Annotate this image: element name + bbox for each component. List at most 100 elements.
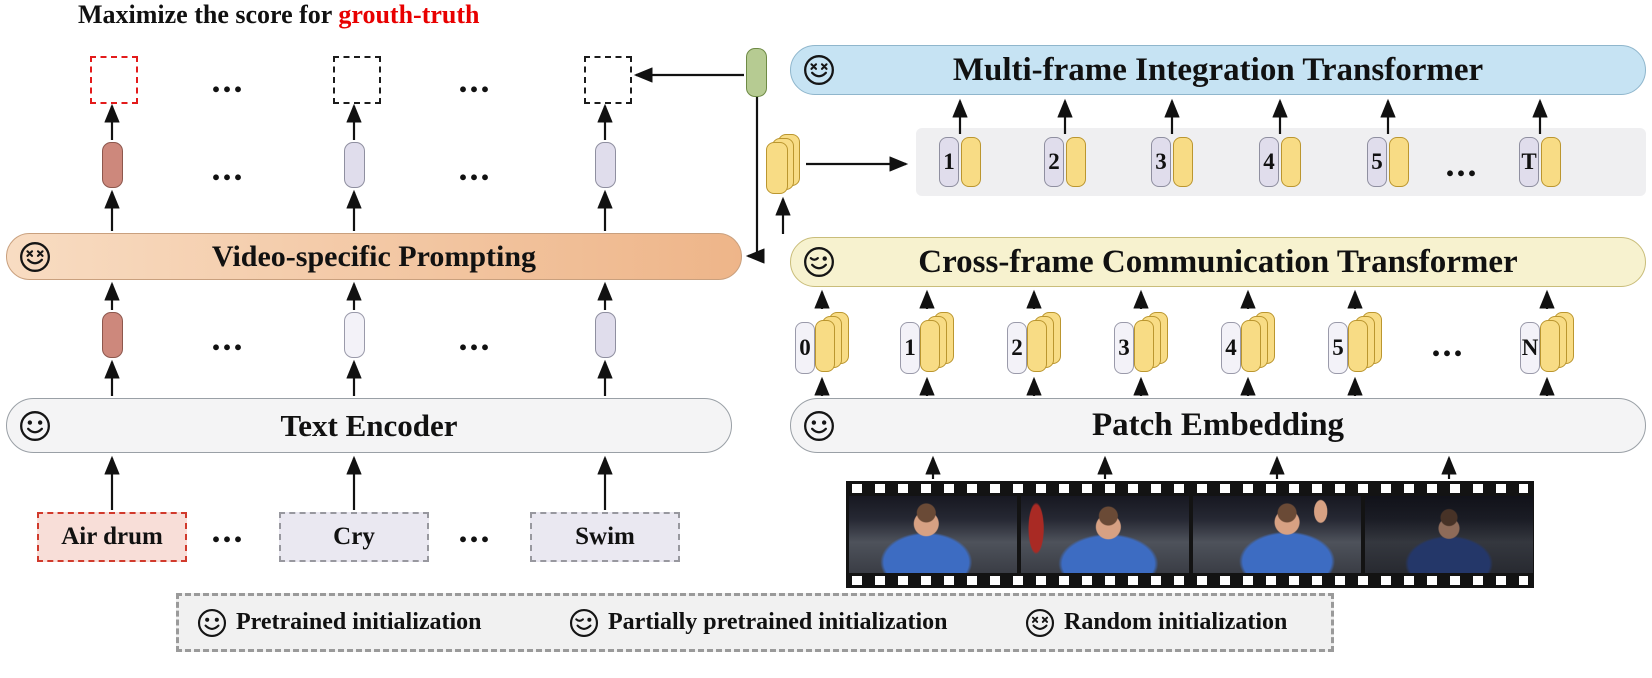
class-label-cry: Cry bbox=[279, 512, 429, 562]
video-embedding-token bbox=[746, 48, 767, 97]
class-label-air-drum: Air drum bbox=[37, 512, 187, 562]
title-highlight: grouth-truth bbox=[338, 0, 480, 29]
video-frame-1 bbox=[849, 496, 1017, 573]
film-sprocket-bottom bbox=[846, 573, 1534, 588]
random-init-face-icon bbox=[19, 241, 51, 273]
patch-embedding-label: Patch Embedding bbox=[1091, 407, 1345, 443]
frame-feature-token bbox=[961, 137, 981, 187]
patch-token-group: 3 bbox=[1114, 312, 1172, 376]
frame-index-token: 3 bbox=[1151, 137, 1171, 187]
frame-feature-token bbox=[1173, 137, 1193, 187]
video-token-stack bbox=[766, 134, 800, 194]
video-frame-4 bbox=[1365, 496, 1533, 573]
patch-token bbox=[1348, 320, 1368, 372]
ellipsis: ... bbox=[458, 148, 492, 188]
ellipsis: ... bbox=[458, 318, 492, 358]
ellipsis: ... bbox=[458, 60, 492, 100]
cross-frame-communication-transformer-bar: Cross-frame Communication Transformer bbox=[790, 237, 1646, 287]
patch-index-token: 0 bbox=[795, 322, 815, 374]
frame-token-pair: 2 bbox=[1044, 137, 1086, 187]
frame-token-pair: 3 bbox=[1151, 137, 1193, 187]
frame-token-pair: T bbox=[1519, 137, 1561, 187]
prompt-token bbox=[595, 142, 616, 188]
patch-token-group: 4 bbox=[1221, 312, 1279, 376]
legend-label: Random initialization bbox=[1064, 609, 1288, 635]
pretrained-face-icon bbox=[19, 410, 51, 442]
legend-item-partially-pretrained: Partially pretrained initialization bbox=[569, 608, 948, 638]
film-sprocket-top bbox=[846, 481, 1534, 496]
ellipsis: ... bbox=[458, 510, 492, 550]
patch-token-group: 0 bbox=[795, 312, 853, 376]
pretrained-face-icon bbox=[197, 608, 227, 638]
text-encoder-bar: Text Encoder bbox=[6, 398, 732, 453]
patch-index-token: 2 bbox=[1007, 322, 1027, 374]
patch-embedding-bar: Patch Embedding bbox=[790, 398, 1646, 453]
patch-index-token: 4 bbox=[1221, 322, 1241, 374]
video-film-strip bbox=[846, 481, 1534, 588]
partially-pretrained-face-icon bbox=[569, 608, 599, 638]
prompt-token bbox=[344, 142, 365, 188]
patch-token bbox=[815, 320, 835, 372]
score-box-ground-truth bbox=[90, 56, 138, 104]
legend-label: Partially pretrained initialization bbox=[608, 609, 948, 635]
frame-token-pair: 1 bbox=[939, 137, 981, 187]
frame-index-token: 5 bbox=[1367, 137, 1387, 187]
frame-index-token: 2 bbox=[1044, 137, 1064, 187]
patch-index-token: 1 bbox=[900, 322, 920, 374]
title-text: Maximize the score for bbox=[78, 0, 339, 29]
partially-pretrained-face-icon bbox=[803, 246, 835, 278]
text-token bbox=[344, 312, 365, 358]
patch-index-token: 5 bbox=[1328, 322, 1348, 374]
frame-index-token: 1 bbox=[939, 137, 959, 187]
multi-frame-integration-transformer-bar: Multi-frame Integration Transformer bbox=[790, 45, 1646, 95]
cct-label: Cross-frame Communication Transformer bbox=[918, 243, 1518, 280]
ellipsis: ... bbox=[211, 510, 245, 550]
frame-index-token: T bbox=[1519, 137, 1539, 187]
frame-feature-token bbox=[1541, 137, 1561, 187]
video-specific-prompting-bar: Video-specific Prompting bbox=[6, 233, 742, 280]
score-box bbox=[333, 56, 381, 104]
pretrained-face-icon bbox=[803, 410, 835, 442]
patch-token-group: 1 bbox=[900, 312, 958, 376]
frame-feature-token bbox=[1281, 137, 1301, 187]
class-label-text: Air drum bbox=[61, 523, 163, 550]
legend-item-pretrained: Pretrained initialization bbox=[197, 608, 482, 638]
text-token-ground-truth bbox=[102, 312, 123, 358]
prompting-label: Video-specific Prompting bbox=[211, 239, 537, 273]
ellipsis: ... bbox=[1431, 324, 1465, 364]
text-encoder-label: Text Encoder bbox=[280, 407, 458, 443]
ellipsis: ... bbox=[211, 60, 245, 100]
frame-index-token: 4 bbox=[1259, 137, 1279, 187]
prompt-token-ground-truth bbox=[102, 142, 123, 188]
class-label-text: Swim bbox=[575, 523, 635, 550]
patch-token bbox=[1241, 320, 1261, 372]
frame-token-pair: 4 bbox=[1259, 137, 1301, 187]
patch-token bbox=[1027, 320, 1047, 372]
patch-token-group: N bbox=[1520, 312, 1578, 376]
patch-index-token: 3 bbox=[1114, 322, 1134, 374]
patch-token bbox=[1134, 320, 1154, 372]
film-sprocket-holes bbox=[852, 576, 1528, 585]
class-label-swim: Swim bbox=[530, 512, 680, 562]
frame-feature-token bbox=[1066, 137, 1086, 187]
text-token bbox=[595, 312, 616, 358]
patch-token-group: 2 bbox=[1007, 312, 1065, 376]
legend-label: Pretrained initialization bbox=[236, 609, 482, 635]
patch-token-group: 5 bbox=[1328, 312, 1386, 376]
score-box bbox=[584, 56, 632, 104]
ellipsis: ... bbox=[1445, 144, 1479, 184]
frame-token-pair: 5 bbox=[1367, 137, 1409, 187]
mit-label: Multi-frame Integration Transformer bbox=[952, 51, 1484, 88]
ellipsis: ... bbox=[211, 318, 245, 358]
video-frame-2 bbox=[1021, 496, 1189, 573]
random-init-face-icon bbox=[1025, 608, 1055, 638]
patch-token bbox=[1540, 320, 1560, 372]
figure-title: Maximize the score for grouth-truth bbox=[78, 0, 479, 30]
patch-token bbox=[920, 320, 940, 372]
ellipsis: ... bbox=[211, 148, 245, 188]
patch-index-token: N bbox=[1520, 322, 1540, 374]
video-frame-3 bbox=[1193, 496, 1361, 573]
video-token bbox=[766, 142, 788, 194]
legend-item-random: Random initialization bbox=[1025, 608, 1287, 638]
